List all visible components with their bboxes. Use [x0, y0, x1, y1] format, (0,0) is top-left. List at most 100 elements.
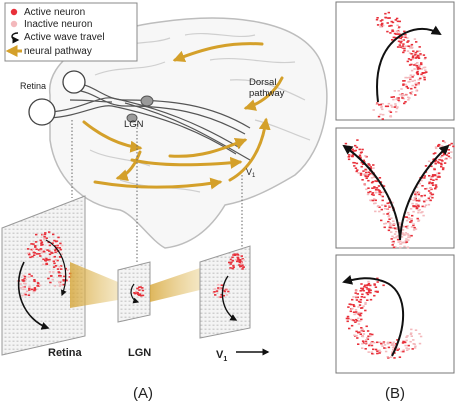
neuron-mark	[437, 174, 440, 176]
neuron-mark	[417, 78, 420, 81]
neuron-mark	[362, 342, 365, 344]
label-dorsal: Dorsal	[249, 77, 276, 88]
neuron-mark	[58, 285, 61, 287]
neuron-mark	[400, 350, 403, 353]
neuron-mark	[395, 236, 398, 239]
neuron-mark	[362, 305, 365, 307]
neuron-mark	[372, 175, 376, 178]
neuron-mark	[368, 288, 371, 290]
neuron-mark	[38, 253, 41, 255]
neuron-mark	[365, 325, 368, 328]
neuron-mark	[28, 273, 31, 276]
neuron-mark	[373, 187, 376, 189]
neuron-mark	[364, 340, 368, 343]
neuron-mark	[59, 242, 62, 245]
neuron-mark	[399, 37, 402, 40]
neuron-mark	[21, 294, 24, 297]
neuron-mark	[396, 33, 400, 35]
neuron-mark	[392, 36, 395, 39]
neuron-mark	[401, 342, 405, 344]
neuron-mark	[391, 351, 394, 353]
neuron-mark	[452, 145, 455, 148]
neuron-mark	[401, 232, 404, 234]
lgn-nucleus	[140, 95, 154, 107]
neuron-mark	[356, 293, 359, 295]
neuron-mark	[397, 97, 400, 99]
neuron-mark	[427, 203, 431, 206]
drop-lines	[71, 120, 243, 262]
neuron-mark	[225, 294, 229, 296]
neuron-mark	[414, 190, 417, 193]
neuron-mark	[428, 181, 431, 184]
neuron-mark	[22, 274, 25, 277]
neuron-mark	[37, 249, 41, 251]
neuron-mark	[366, 330, 370, 332]
wave-arrow-3	[342, 274, 405, 357]
panel-b-box-1	[335, 1, 455, 121]
neuron-mark	[412, 210, 415, 213]
neuron-mark	[377, 185, 381, 187]
neuron-mark	[404, 45, 407, 47]
neuron-mark	[418, 200, 421, 202]
neuron-mark	[410, 328, 413, 331]
neuron-mark	[377, 115, 381, 118]
neuron-mark	[53, 285, 57, 287]
neuron-mark	[403, 102, 406, 105]
neuron-mark	[420, 195, 423, 198]
neuron-mark	[135, 290, 138, 293]
neuron-mark	[406, 76, 409, 79]
neuron-mark	[423, 78, 426, 81]
neuron-mark	[59, 283, 62, 286]
neuron-mark	[361, 148, 364, 151]
neuron-mark	[381, 199, 384, 202]
neuron-mark	[362, 289, 365, 292]
neuron-mark	[404, 341, 407, 344]
neuron-mark	[32, 248, 35, 250]
neuron-mark	[43, 238, 46, 241]
neuron-mark	[44, 232, 47, 234]
neuron-mark	[392, 246, 396, 249]
neuron-mark	[395, 98, 398, 101]
legend-pathway: neural pathway	[24, 46, 92, 57]
neuron-mark	[379, 26, 382, 28]
neuron-mark	[414, 195, 417, 197]
neuron-mark	[430, 193, 433, 196]
label-retina-bottom: Retina	[48, 347, 83, 359]
neuron-mark	[373, 202, 376, 205]
neuron-mark	[217, 287, 220, 289]
neuron-mark	[389, 115, 393, 118]
neuron-mark	[420, 63, 423, 66]
neuron-mark	[423, 200, 426, 203]
neuron-mark	[393, 32, 397, 35]
neuron-mark	[356, 319, 359, 322]
neuron-mark	[56, 246, 59, 249]
neuron-mark	[398, 223, 402, 225]
neuron-mark	[434, 159, 438, 162]
neuron-mark	[68, 276, 71, 278]
neuron-mark	[367, 179, 370, 182]
neuron-mark	[62, 283, 65, 286]
neuron-mark	[50, 275, 53, 277]
neuron-mark	[364, 301, 367, 304]
neuron-mark	[28, 289, 31, 291]
neuron-mark	[380, 219, 383, 222]
neuron-mark	[374, 286, 378, 288]
neuron-mark	[422, 54, 426, 56]
neuron-mark	[395, 235, 399, 238]
neuron-mark	[369, 333, 372, 335]
neuron-mark	[133, 292, 136, 294]
neuron-mark	[450, 151, 453, 153]
neuron-mark	[347, 156, 350, 158]
neuron-mark	[32, 243, 35, 245]
neuron-mark	[434, 184, 438, 186]
neuron-mark	[388, 226, 392, 229]
neuron-mark	[363, 184, 367, 186]
neuron-mark	[400, 40, 403, 43]
neuron-mark	[391, 29, 394, 31]
neuron-mark	[436, 176, 440, 178]
neuron-mark	[59, 256, 62, 258]
neuron-mark	[429, 192, 432, 194]
neuron-mark	[407, 40, 410, 42]
neuron-mark	[434, 162, 437, 165]
neuron-mark	[232, 264, 235, 267]
